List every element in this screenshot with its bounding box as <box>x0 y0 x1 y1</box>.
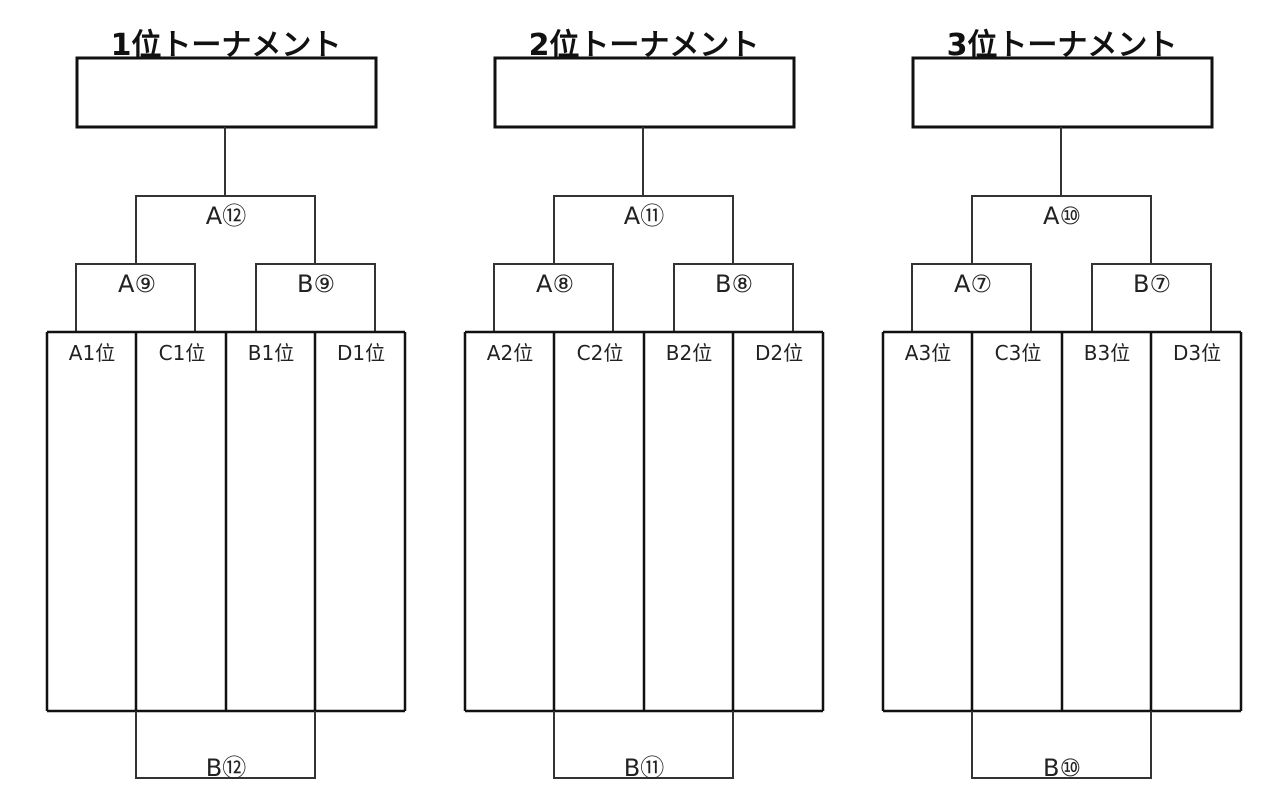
tournament-1: 1位トーナメント A⑫ A⑨ B⑨ A1位 C1位 B1位 D1位 B⑫ <box>45 28 407 782</box>
semi-right-label: B⑨ <box>297 270 335 298</box>
semi-left-bracket <box>75 263 196 332</box>
consolation-bracket <box>135 711 316 779</box>
team-label: A2位 <box>487 341 533 365</box>
final-bracket <box>553 195 734 265</box>
semi-left-bracket <box>911 263 1032 332</box>
semi-right-bracket <box>1091 263 1212 332</box>
final-match-label: A⑩ <box>1043 202 1081 230</box>
semi-left-label: A⑧ <box>536 270 574 298</box>
semi-left-label: A⑨ <box>118 270 156 298</box>
semi-right-label: B⑦ <box>1133 270 1171 298</box>
consolation-bracket <box>971 711 1152 779</box>
semi-right-bracket <box>673 263 794 332</box>
tournament-3: 3位トーナメント A⑩ A⑦ B⑦ A3位 C3位 B3位 D3位 B⑩ <box>881 28 1243 782</box>
team-label: C2位 <box>577 341 624 365</box>
consolation-label: B⑪ <box>624 754 664 782</box>
final-match-label: A⑪ <box>624 202 664 230</box>
consolation-bracket <box>553 711 734 779</box>
winner-box <box>75 56 378 129</box>
team-label: B3位 <box>1084 341 1130 365</box>
team-label: A1位 <box>69 341 115 365</box>
team-label: D2位 <box>755 341 803 365</box>
team-label: B2位 <box>666 341 712 365</box>
winner-box <box>493 56 796 129</box>
semi-right-label: B⑧ <box>715 270 753 298</box>
team-label: D3位 <box>1173 341 1221 365</box>
final-bracket <box>135 195 316 265</box>
team-label: C3位 <box>995 341 1042 365</box>
final-match-label: A⑫ <box>206 202 246 230</box>
consolation-label: B⑫ <box>206 754 246 782</box>
team-label: A3位 <box>905 341 951 365</box>
semi-left-label: A⑦ <box>954 270 992 298</box>
winner-box <box>911 56 1214 129</box>
consolation-label: B⑩ <box>1043 754 1081 782</box>
semi-right-bracket <box>255 263 376 332</box>
final-bracket <box>971 195 1152 265</box>
team-label: D1位 <box>337 341 385 365</box>
team-label: C1位 <box>159 341 206 365</box>
team-label: B1位 <box>248 341 294 365</box>
semi-left-bracket <box>493 263 614 332</box>
tournament-2: 2位トーナメント A⑪ A⑧ B⑧ A2位 C2位 B2位 D2位 B⑪ <box>463 28 825 782</box>
